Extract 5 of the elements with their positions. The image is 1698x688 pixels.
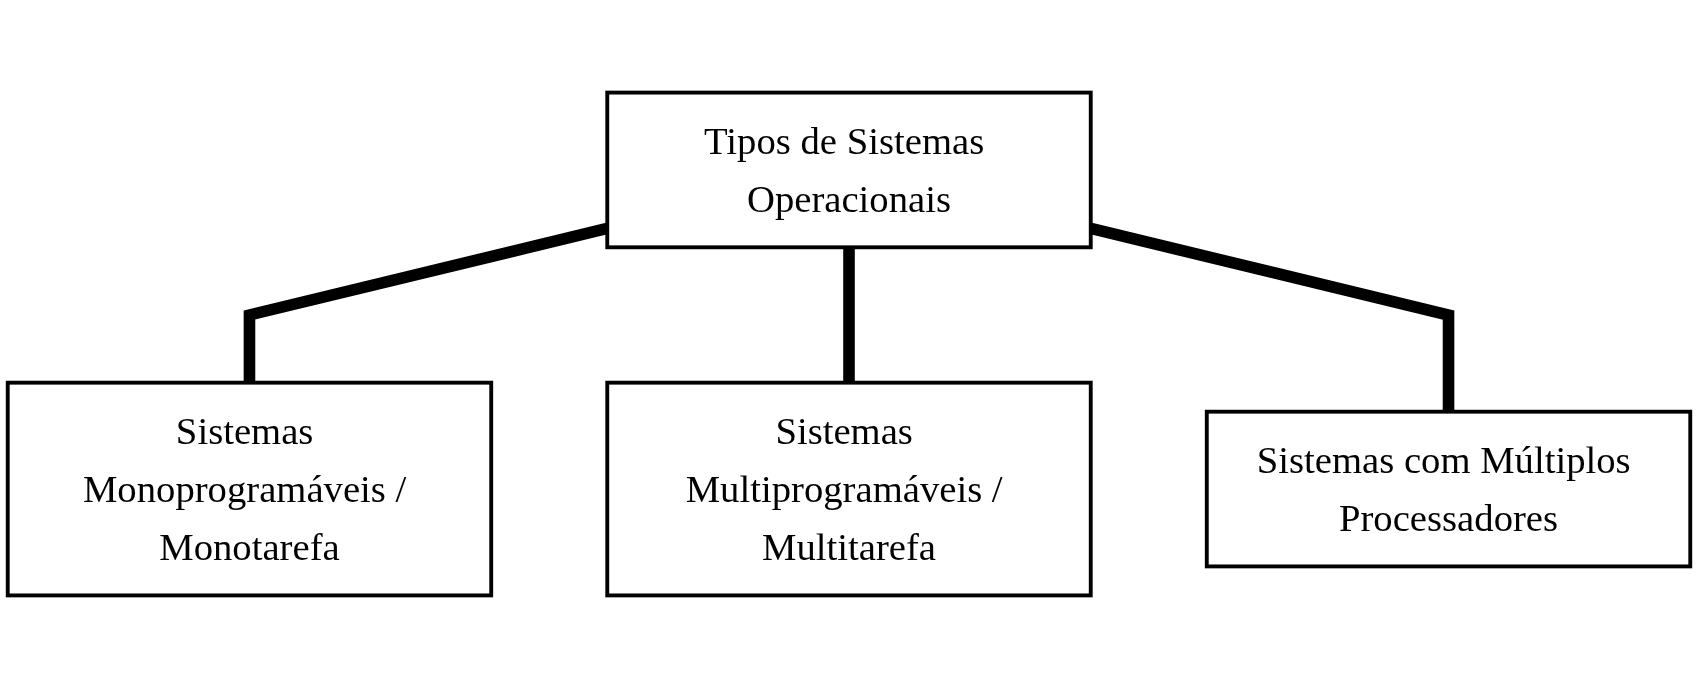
node-box: Sistemas com Múltiplos Processadores (1204, 409, 1693, 569)
connector (843, 247, 855, 383)
node-box: Sistemas Monoprogramáveis / Monotarefa (5, 380, 494, 598)
node-box: Tipos de Sistemas Operacionais (605, 90, 1093, 250)
node-box: Sistemas Multiprogramáveis / Multitarefa (605, 380, 1093, 598)
